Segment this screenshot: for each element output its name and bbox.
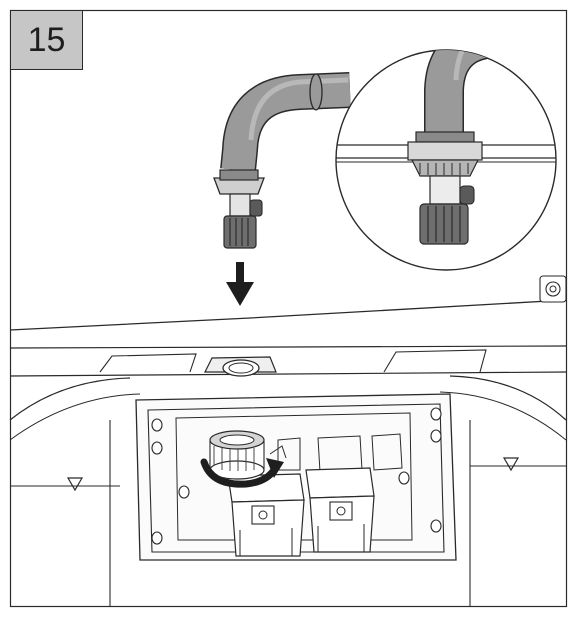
- level-marker-right: [502, 457, 520, 472]
- down-arrow-icon: [226, 262, 254, 306]
- clockwise-rotation-arrow-icon: [200, 445, 287, 488]
- valve-block-right: [305, 467, 375, 553]
- step-number: 15: [27, 20, 66, 59]
- valve-block-left: [227, 473, 305, 557]
- step-number-badge: 15: [11, 11, 83, 70]
- figure-border: [9, 9, 568, 608]
- magnifier-circle-detail: [335, 49, 557, 271]
- water-hose: [220, 72, 351, 172]
- cabinet-body: [9, 375, 567, 606]
- hose-ring: [309, 73, 323, 111]
- hose-connector: [213, 169, 265, 249]
- threaded-inlet-nut: [209, 430, 265, 480]
- level-marker-left: [66, 477, 84, 492]
- machine-top-panel: [9, 275, 567, 377]
